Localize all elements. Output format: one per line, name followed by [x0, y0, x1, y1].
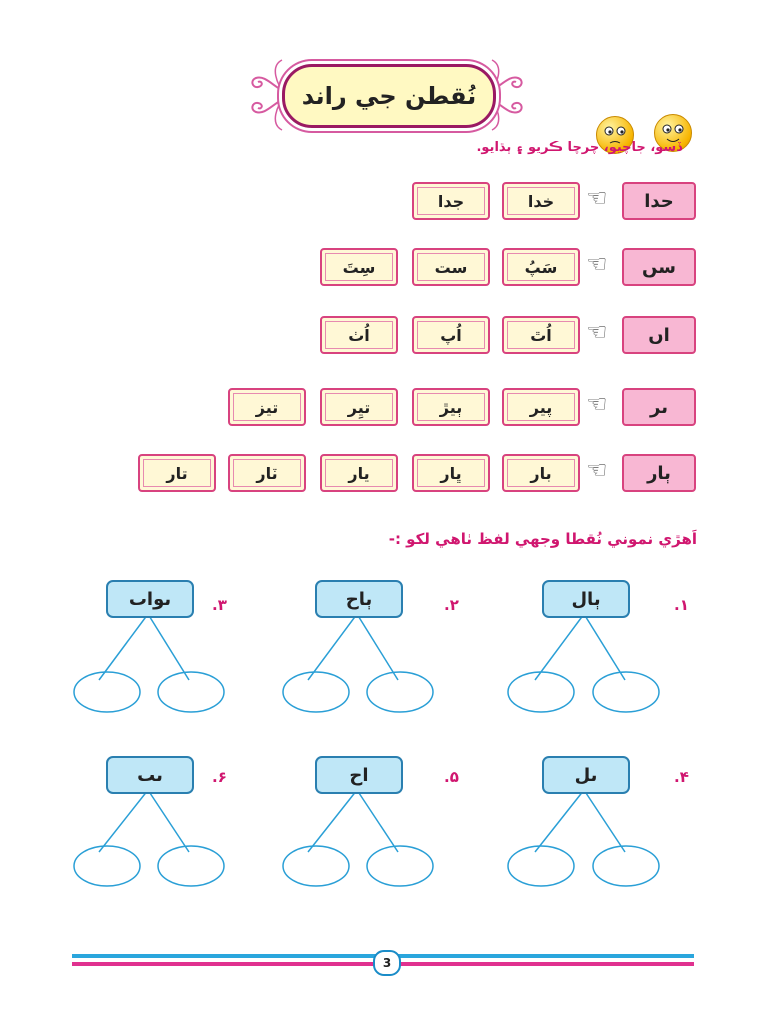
- row-head: اں: [622, 316, 696, 354]
- word-cell: اُٺ: [320, 316, 398, 354]
- tree-word-box: ٮواٮ: [106, 580, 194, 618]
- pointing-hand-icon: ☜: [586, 456, 608, 484]
- word-cell: ٽار: [228, 454, 306, 492]
- smiling-face-icon: [654, 114, 692, 152]
- word-cell: ٻيڙ: [412, 388, 490, 426]
- word-cell: سِتَ: [320, 248, 398, 286]
- word-cell: تيز: [228, 388, 306, 426]
- word-cell: ڀار: [412, 454, 490, 492]
- item-number: ۶.: [212, 768, 227, 786]
- pointing-hand-icon: ☜: [586, 318, 608, 346]
- tree-word-box: ٮل: [542, 756, 630, 794]
- instruction-text: ڏسو، جاچيو، چرچا ڪريو ۽ ٻڌايو.: [476, 140, 682, 155]
- word-cell: اُٿ: [502, 316, 580, 354]
- pointing-hand-icon: ☜: [586, 184, 608, 212]
- tree-word-box: ٻال: [542, 580, 630, 618]
- pointing-hand-icon: ☜: [586, 250, 608, 278]
- item-number: ۲.: [444, 596, 459, 614]
- answer-oval[interactable]: [592, 671, 660, 713]
- word-cell: تار: [138, 454, 216, 492]
- word-cell: جدا: [412, 182, 490, 220]
- row-head: ىر: [622, 388, 696, 426]
- answer-oval[interactable]: [592, 845, 660, 887]
- word-cell: پير: [502, 388, 580, 426]
- tree-word-box: اح: [315, 756, 403, 794]
- item-number: ۳.: [212, 596, 227, 614]
- tree-word-box: ٮٮ: [106, 756, 194, 794]
- item-number: ۴.: [674, 768, 689, 786]
- word-cell: بار: [502, 454, 580, 492]
- word-cell: اُپ: [412, 316, 490, 354]
- item-number: ۵.: [444, 768, 459, 786]
- thinking-face-icon: [596, 116, 634, 154]
- item-number: ۱.: [674, 596, 689, 614]
- pointing-hand-icon: ☜: [586, 390, 608, 418]
- row-head: حدا: [622, 182, 696, 220]
- answer-oval[interactable]: [366, 671, 434, 713]
- answer-oval[interactable]: [157, 671, 225, 713]
- word-cell: يار: [320, 454, 398, 492]
- page-number: 3: [373, 950, 401, 976]
- answer-oval[interactable]: [73, 671, 141, 713]
- answer-oval[interactable]: [507, 845, 575, 887]
- section-heading: اَهڙي نموني نُقطا وجهي لفظ ٺاهي لکو :-: [388, 530, 697, 548]
- page-title: نُقطن جي راند: [301, 82, 477, 110]
- answer-oval[interactable]: [507, 671, 575, 713]
- tree-word-box: ٻاح: [315, 580, 403, 618]
- answer-oval[interactable]: [282, 671, 350, 713]
- answer-oval[interactable]: [157, 845, 225, 887]
- answer-oval[interactable]: [366, 845, 434, 887]
- answer-oval[interactable]: [282, 845, 350, 887]
- word-cell: ست: [412, 248, 490, 286]
- row-head: ٻار: [622, 454, 696, 492]
- answer-oval[interactable]: [73, 845, 141, 887]
- word-cell: سَپُ: [502, 248, 580, 286]
- title-box: نُقطن جي راند: [282, 64, 496, 128]
- word-cell: خدا: [502, 182, 580, 220]
- row-head: سں: [622, 248, 696, 286]
- word-cell: تيِر: [320, 388, 398, 426]
